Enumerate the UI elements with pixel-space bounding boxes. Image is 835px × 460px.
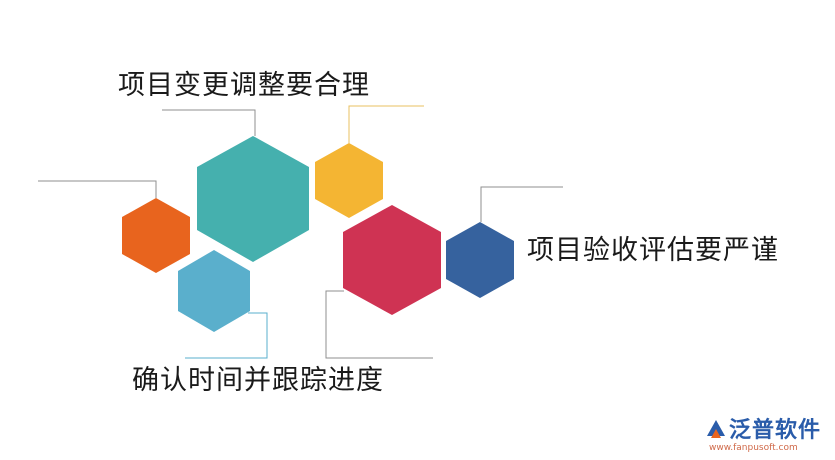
connector-yellow <box>348 105 424 143</box>
label-acceptance-evaluation: 项目验收评估要严谨 <box>527 235 779 266</box>
hexagon-teal <box>197 136 309 262</box>
connector-crimson <box>325 290 433 359</box>
hexagon-navy <box>446 222 514 298</box>
logo-mark-icon <box>707 420 725 438</box>
hexagon-orange <box>122 198 190 273</box>
label-confirm-time-track-progress: 确认时间并跟踪进度 <box>132 365 384 396</box>
label-change-adjustment: 项目变更调整要合理 <box>118 70 370 101</box>
brand-logo: 泛普软件 www.fanpusoft.com <box>703 412 828 456</box>
hexagon-crimson <box>343 205 441 315</box>
hexagon-skyblue <box>178 250 250 332</box>
connector-orange <box>38 180 157 198</box>
logo-name: 泛普软件 <box>729 418 822 443</box>
connector-skyblue <box>185 312 268 359</box>
hexagon-yellow <box>315 143 383 218</box>
logo-url: www.fanpusoft.com <box>709 443 798 453</box>
connector-navy <box>480 186 563 222</box>
connector-top <box>162 109 256 136</box>
